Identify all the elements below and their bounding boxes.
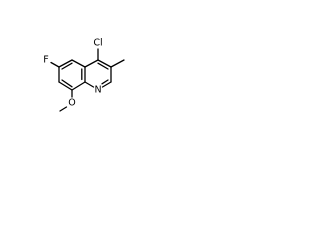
bond-c4a-c4 <box>84 59 99 68</box>
fluorine-atom-label: F <box>43 55 48 66</box>
bond-o-methyl <box>59 106 68 112</box>
bond-c4-c3 <box>97 59 112 68</box>
bond-c4-c3-inner <box>97 62 109 70</box>
bond-c8-c8a-inner <box>61 79 73 88</box>
bond-c8-c8a <box>58 81 73 91</box>
bond-n1-c8a <box>84 81 95 88</box>
bond-c2-n1-inner <box>101 79 109 85</box>
molecule-structure: Cl F N O <box>43 38 125 112</box>
bond-c8a-c4a <box>71 81 86 91</box>
bond-c5-c6 <box>71 59 86 68</box>
chlorine-atom-label: Cl <box>93 38 102 49</box>
nitrogen-atom-label: N <box>94 85 101 96</box>
bond-c7-f <box>50 61 60 68</box>
bond-c3-methyl <box>110 59 125 68</box>
bond-c2-n1 <box>101 81 112 88</box>
bond-c6-c7-inner <box>61 62 73 70</box>
bond-c6-c7 <box>58 59 73 68</box>
oxygen-atom-label: O <box>68 98 75 109</box>
